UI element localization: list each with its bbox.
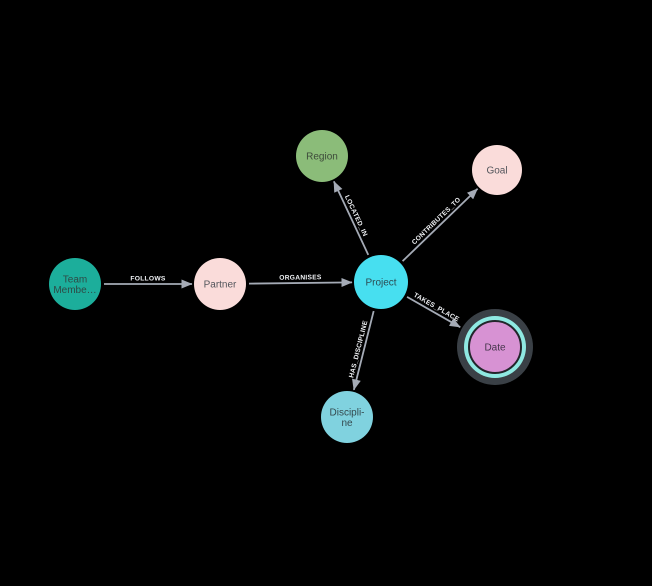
relationship-line — [406, 296, 461, 328]
node-circle — [354, 255, 408, 309]
node-date[interactable]: Date — [457, 309, 533, 385]
relationship-has_discipline[interactable]: HAS_DISCIPLINE — [348, 310, 375, 391]
relationship-line — [248, 277, 353, 287]
node-region[interactable]: Region — [296, 130, 348, 182]
relationship-type-label: TAKES_PLACE — [412, 292, 460, 324]
node-project[interactable]: Project — [354, 255, 408, 309]
relationship-type-label: ORGANISES — [279, 274, 322, 282]
relationship-type-label: LOCATED_IN — [343, 194, 368, 237]
node-circle — [296, 130, 348, 182]
node-circle — [321, 391, 373, 443]
relationship-follows[interactable]: FOLLOWS — [104, 276, 193, 289]
relationship-line — [352, 310, 375, 391]
relationship-contributes_to[interactable]: CONTRIBUTES_TO — [401, 188, 479, 262]
relationship-type-label: CONTRIBUTES_TO — [411, 196, 462, 246]
node-goal[interactable]: Goal — [472, 145, 522, 195]
relationship-line — [401, 188, 479, 262]
relationship-type-label: FOLLOWS — [130, 276, 165, 283]
node-partner[interactable]: Partner — [194, 258, 246, 310]
node-discipline[interactable]: Discipli-ne — [321, 391, 373, 443]
relationship-line — [333, 180, 370, 256]
relationship-takes_place[interactable]: TAKES_PLACE — [406, 292, 461, 328]
node-circle — [472, 145, 522, 195]
node-circle — [49, 258, 101, 310]
node-circle — [194, 258, 246, 310]
relationship-organises[interactable]: ORGANISES — [248, 274, 353, 287]
relationship-located_in[interactable]: LOCATED_IN — [333, 180, 370, 256]
node-circle — [468, 320, 522, 374]
